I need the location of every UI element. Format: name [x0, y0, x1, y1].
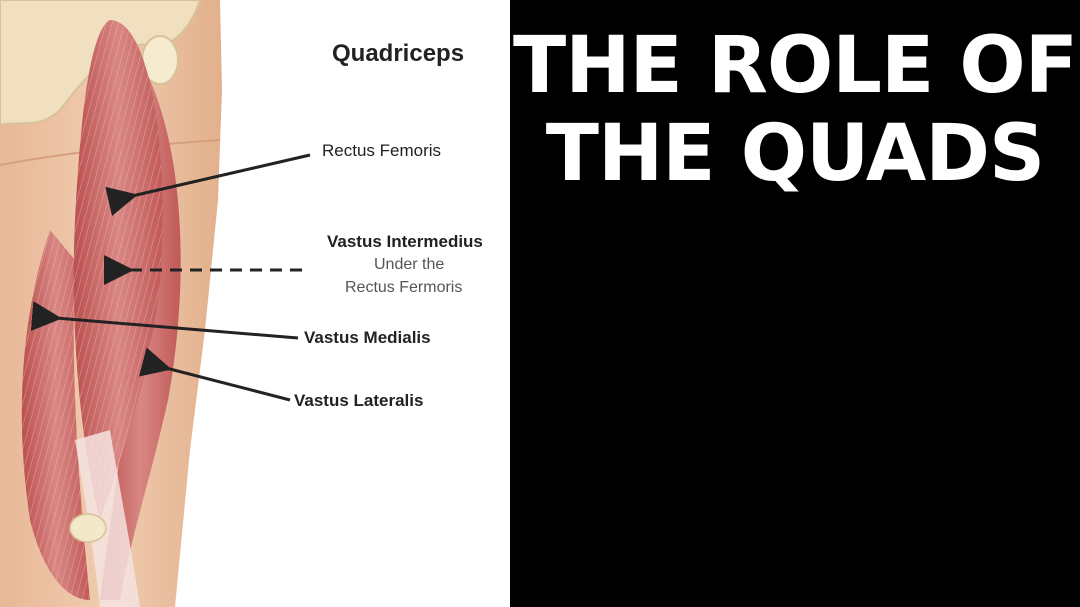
pointer-vastus-medialis — [30, 301, 299, 340]
headline-panel: THE ROLE OF THE QUADS — [510, 0, 1080, 607]
kneecap — [69, 513, 107, 543]
label-vastus-lateralis: Vastus Lateralis — [294, 391, 424, 410]
pointer-rectus-femoris — [105, 153, 311, 217]
headline-line-2: THE QUADS — [545, 109, 1045, 199]
label-vastus-medialis: Vastus Medialis — [304, 328, 431, 347]
headline: THE ROLE OF THE QUADS — [510, 22, 1080, 198]
diagram-title: Quadriceps — [332, 40, 465, 67]
pointer-vastus-lateralis — [139, 347, 291, 402]
label-vastus-intermedius-note-2: Rectus Fermoris — [345, 279, 463, 296]
label-rectus-femoris: Rectus Femoris — [322, 141, 442, 160]
label-vastus-intermedius: Vastus Intermedius — [327, 232, 483, 251]
label-vastus-intermedius-note-1: Under the — [374, 256, 445, 273]
patellar-tendon — [75, 430, 140, 607]
quadriceps-illustration — [0, 0, 311, 607]
headline-line-1: THE ROLE OF — [512, 21, 1078, 111]
anatomy-panel: Quadriceps Rectus Femoris Vastus Interme… — [0, 0, 510, 607]
